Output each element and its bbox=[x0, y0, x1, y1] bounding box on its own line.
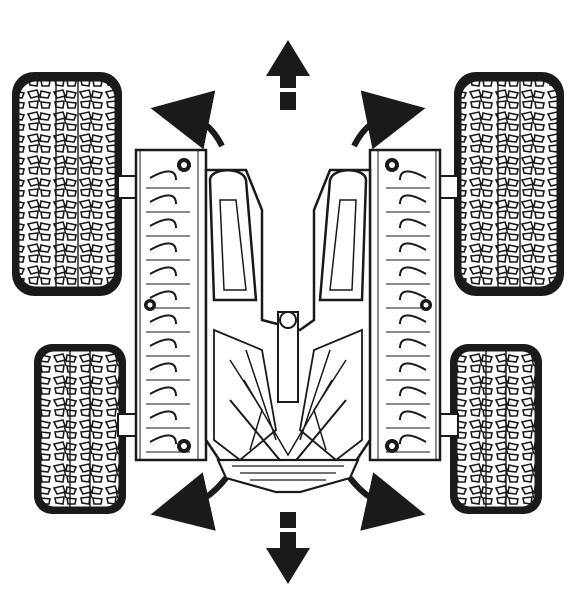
arrow-spin-front-right bbox=[351, 90, 426, 150]
chassis-bolts bbox=[144, 158, 432, 453]
arrow-spin-rear-left bbox=[150, 472, 229, 531]
rail-fin bbox=[399, 314, 427, 325]
rail-fin bbox=[399, 338, 427, 349]
axle-stubs bbox=[117, 175, 459, 437]
rail-fin bbox=[399, 434, 427, 445]
rail-fin bbox=[149, 338, 177, 349]
car-body bbox=[204, 168, 372, 494]
rail-fin bbox=[399, 362, 427, 373]
rail-fin bbox=[399, 194, 427, 205]
wheel-front-right bbox=[454, 72, 564, 296]
wheel-front-left bbox=[12, 72, 122, 296]
rail-fin bbox=[149, 242, 177, 253]
rail-fin bbox=[149, 362, 177, 373]
rail-fin bbox=[399, 218, 427, 229]
rail-fin bbox=[149, 170, 177, 181]
arrow-spin-rear-right bbox=[347, 472, 426, 531]
rail-fin bbox=[149, 290, 177, 301]
arrow-forward bbox=[266, 40, 310, 110]
rail-fin bbox=[399, 242, 427, 253]
wheel-rear-left bbox=[34, 344, 126, 514]
arrow-spin-front-left bbox=[150, 90, 225, 150]
rail-fin bbox=[149, 386, 177, 397]
rail-fin bbox=[399, 290, 427, 301]
chassis-rail-right bbox=[368, 148, 442, 462]
rail-fin bbox=[149, 434, 177, 445]
rail-fin bbox=[399, 410, 427, 421]
rail-fin bbox=[149, 218, 177, 229]
rail-fin bbox=[399, 386, 427, 397]
rail-fin bbox=[149, 410, 177, 421]
rail-fin bbox=[149, 314, 177, 325]
rail-fin bbox=[399, 170, 427, 181]
rail-fin bbox=[399, 266, 427, 277]
arrow-backward bbox=[266, 512, 310, 584]
rail-fin bbox=[149, 266, 177, 277]
wheel-rear-right bbox=[450, 344, 542, 514]
rail-fin bbox=[149, 194, 177, 205]
